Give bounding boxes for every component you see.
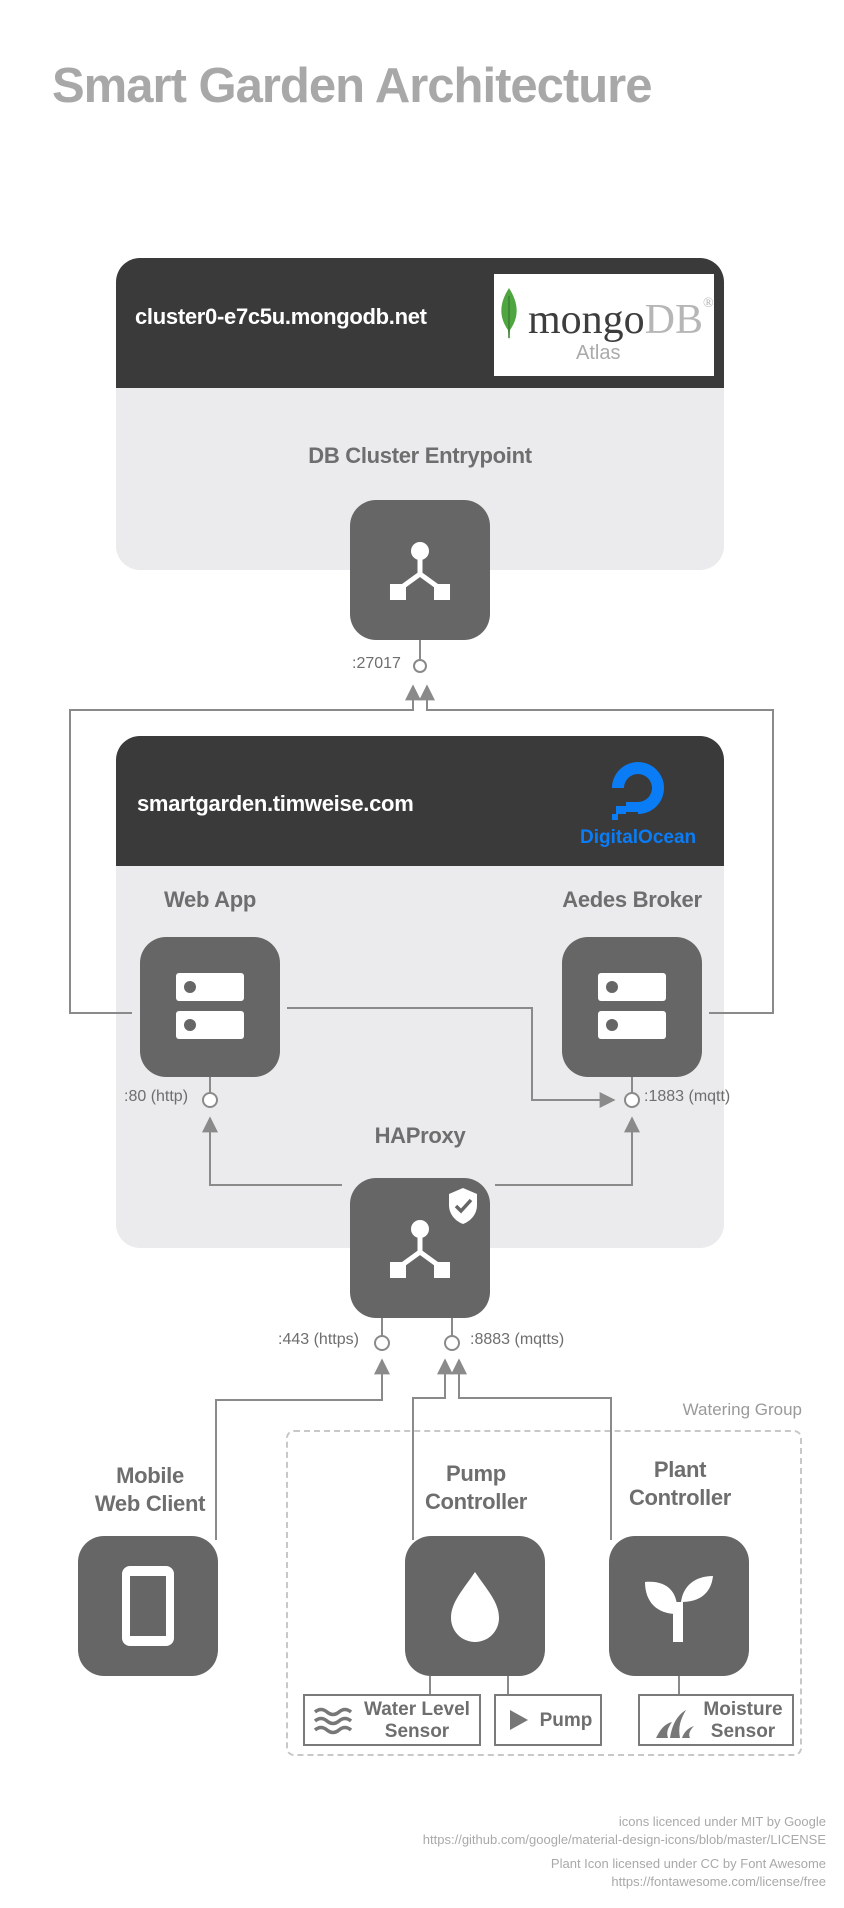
pump-controller-tile bbox=[405, 1536, 545, 1676]
webapp-port-dot bbox=[202, 1092, 218, 1108]
db-entrypoint-tile bbox=[350, 500, 490, 640]
water-level-sensor-text: Water Level Sensor bbox=[357, 1699, 477, 1743]
watering-group-label: Watering Group bbox=[682, 1400, 802, 1419]
water-level-sensor-chip: Water Level Sensor bbox=[303, 1694, 481, 1746]
aedes-broker-port-label: :1883 (mqtt) bbox=[644, 1088, 731, 1105]
mongodb-port-dot bbox=[413, 659, 427, 673]
mongodb-registered: ® bbox=[703, 296, 714, 311]
moisture-sensor-text: Moisture Sensor bbox=[696, 1699, 790, 1743]
hub-icon bbox=[390, 1220, 450, 1278]
digitalocean-host-label: smartgarden.timweise.com bbox=[137, 791, 414, 816]
plant-controller-label: Plant Controller bbox=[598, 1456, 762, 1512]
mongodb-port-label: :27017 bbox=[352, 655, 401, 672]
digitalocean-logo-text: DigitalOcean bbox=[580, 827, 697, 848]
pump-chip: Pump bbox=[494, 1694, 602, 1746]
plant-label-line2: Controller bbox=[628, 1485, 732, 1510]
server-icon bbox=[598, 973, 666, 1039]
moisture-line1: Moisture bbox=[703, 1699, 783, 1720]
pump-chip-text: Pump bbox=[539, 1710, 593, 1731]
credits-line3: Plant Icon licensed under CC by Font Awe… bbox=[550, 1856, 826, 1871]
haproxy-https-dot bbox=[374, 1335, 390, 1351]
mongodb-leaf-icon bbox=[501, 288, 517, 340]
broker-to-db-line bbox=[419, 684, 774, 1014]
server-icon bbox=[176, 973, 244, 1039]
pump-label-line2: Controller bbox=[424, 1489, 528, 1514]
haproxy-label: HAProxy bbox=[374, 1123, 466, 1148]
pump-to-haproxy-line bbox=[412, 1358, 453, 1540]
seedling-icon bbox=[645, 1576, 713, 1642]
water-level-line1: Water Level bbox=[364, 1699, 470, 1720]
shield-check-icon bbox=[449, 1188, 477, 1224]
db-cluster-entrypoint-label: DB Cluster Entrypoint bbox=[308, 443, 532, 468]
plant-label-line1: Plant bbox=[653, 1457, 707, 1482]
mongodb-word-mongo: mongo bbox=[528, 297, 645, 343]
haproxy-mqtts-dot bbox=[444, 1335, 460, 1351]
mongodb-host-label: cluster0-e7c5u.mongodb.net bbox=[135, 304, 427, 329]
digitalocean-logo-icon bbox=[612, 762, 664, 820]
page-title: Smart Garden Architecture bbox=[52, 59, 652, 113]
mobile-to-haproxy-line bbox=[215, 1358, 390, 1540]
pump-controller-label: Pump Controller bbox=[394, 1460, 558, 1516]
mobile-label-line2: Web Client bbox=[94, 1491, 206, 1516]
haproxy-to-broker-line bbox=[495, 1116, 640, 1186]
plant-controller-tile bbox=[609, 1536, 749, 1676]
credits-line1: icons licenced under MIT by Google bbox=[618, 1814, 826, 1829]
mongodb-atlas-logo: mongoDB® Atlas bbox=[494, 274, 714, 376]
waves-icon bbox=[313, 1707, 353, 1735]
credits-line4: https://fontawesome.com/license/free bbox=[611, 1874, 826, 1889]
mobile-label-line1: Mobile bbox=[116, 1463, 184, 1488]
mobile-web-client-tile bbox=[78, 1536, 218, 1676]
mongodb-atlas-text: Atlas bbox=[576, 342, 621, 364]
mongodb-wordmark: mongoDB® bbox=[528, 296, 714, 344]
mobile-web-client-label: Mobile Web Client bbox=[70, 1462, 230, 1518]
plant-to-haproxy-line bbox=[451, 1358, 612, 1540]
aedes-broker-tile bbox=[562, 937, 702, 1077]
play-icon bbox=[510, 1710, 528, 1730]
watering-group-boundary bbox=[286, 1430, 802, 1756]
pump-label-line1: Pump bbox=[446, 1461, 506, 1486]
moisture-line2: Sensor bbox=[710, 1721, 776, 1742]
aedes-broker-label: Aedes Broker bbox=[562, 887, 702, 912]
webapp-to-db-line bbox=[69, 684, 421, 1014]
moisture-sensor-chip: Moisture Sensor bbox=[638, 1694, 794, 1746]
haproxy-https-port-label: :443 (https) bbox=[278, 1331, 359, 1348]
web-app-port-label: :80 (http) bbox=[124, 1088, 189, 1105]
haproxy-to-webapp-line bbox=[202, 1116, 342, 1186]
hub-icon bbox=[390, 542, 450, 600]
digitalocean-panel-header bbox=[116, 736, 724, 866]
broker-port-dot bbox=[624, 1092, 640, 1108]
water-drop-icon bbox=[451, 1572, 499, 1642]
web-app-label: Web App bbox=[163, 887, 256, 912]
water-level-line2: Sensor bbox=[384, 1721, 450, 1742]
haproxy-mqtts-port-label: :8883 (mqtts) bbox=[470, 1331, 565, 1348]
phone-icon bbox=[122, 1566, 174, 1646]
haproxy-tile bbox=[350, 1178, 490, 1318]
webapp-to-broker-line bbox=[287, 1007, 616, 1108]
mongodb-word-db: DB bbox=[644, 297, 704, 343]
credits-line2: https://github.com/google/material-desig… bbox=[422, 1832, 826, 1847]
web-app-tile bbox=[140, 937, 280, 1077]
grass-icon bbox=[656, 1710, 694, 1738]
